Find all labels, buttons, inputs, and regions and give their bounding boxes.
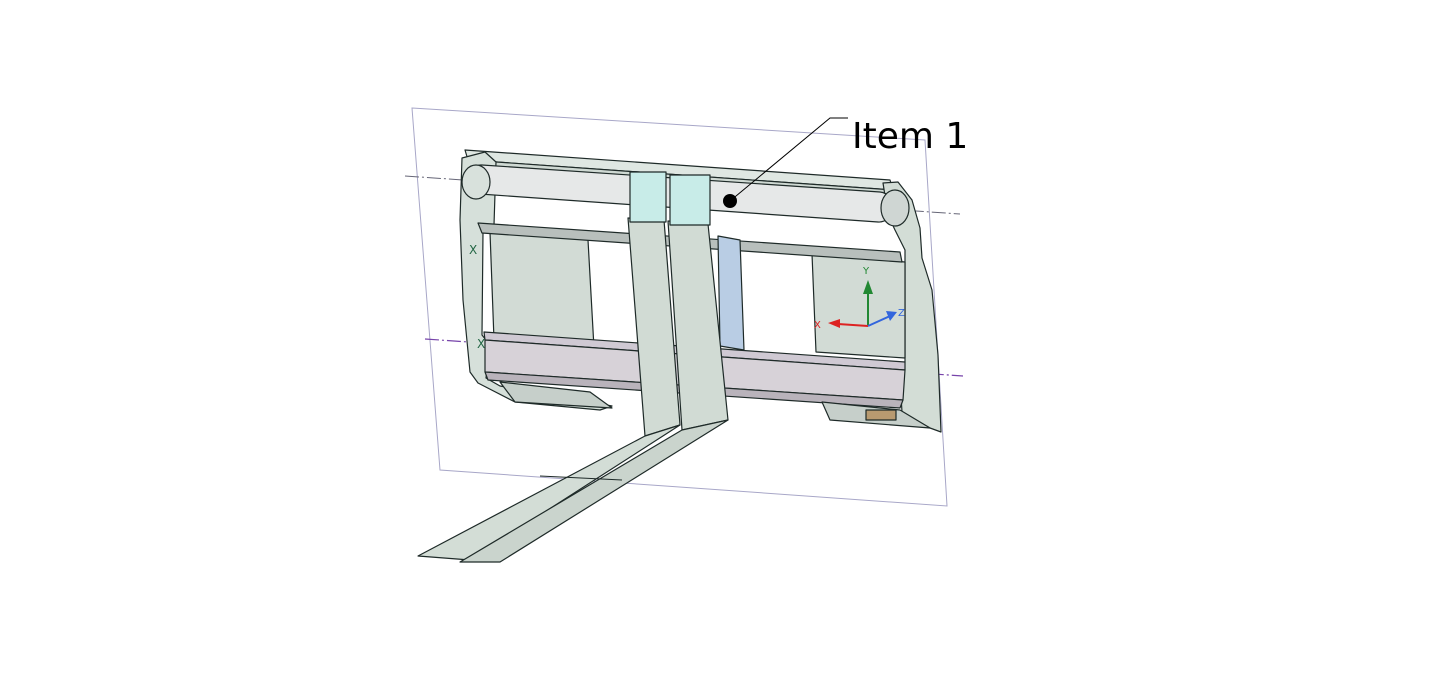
axis-y-label: Y — [862, 266, 870, 277]
callout-dot — [723, 194, 737, 208]
tube-end-left — [461, 164, 491, 200]
fork-2-hook — [669, 174, 711, 226]
callout-label[interactable]: Item 1 — [852, 116, 968, 157]
fork-bracket — [717, 235, 745, 351]
axis-x-arrow — [828, 319, 840, 328]
right-side-plate — [882, 181, 942, 433]
coordinate-triad: Y X Z — [814, 266, 905, 331]
axis-z-line — [867, 315, 891, 327]
tube-end-right — [880, 189, 910, 227]
axis-x-label: X — [814, 320, 821, 331]
fork-1-hook — [629, 171, 667, 223]
callout-leader — [729, 117, 848, 202]
section-plane — [411, 107, 948, 507]
right-foot-pad — [865, 409, 897, 421]
constraint-marker-1: X — [469, 243, 477, 257]
axis-z-label: Z — [898, 308, 905, 319]
fork-blade-seam — [539, 475, 623, 481]
axis-x-line — [837, 323, 869, 327]
left-foot — [499, 381, 613, 409]
fork-1-blade — [417, 424, 681, 561]
back-panel-right — [811, 253, 906, 359]
axis-y-arrow — [863, 280, 873, 294]
back-panel-left — [489, 231, 595, 349]
pallet-fork-frame[interactable] — [417, 149, 942, 563]
fork-2-blade — [459, 419, 729, 563]
axis-z-arrow — [886, 311, 897, 321]
constraint-marker-2: X — [477, 337, 485, 351]
